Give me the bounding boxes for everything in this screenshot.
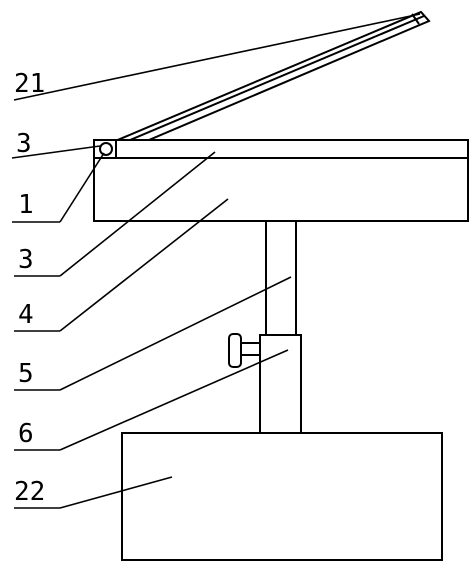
leader-3-hinge xyxy=(11,145,101,159)
callout-3-plate: 3 xyxy=(18,245,34,275)
knob-head xyxy=(228,333,242,368)
callout-4: 4 xyxy=(18,300,34,330)
base-box xyxy=(121,432,443,561)
leader-21 xyxy=(13,13,421,101)
callout-6: 6 xyxy=(18,419,34,449)
hinge-block xyxy=(93,139,117,159)
leader-4 xyxy=(59,198,229,332)
leader-6 xyxy=(59,349,289,451)
knob-stem xyxy=(239,342,261,356)
callout-3-hinge: 3 xyxy=(16,129,32,159)
leader-3-plate xyxy=(59,151,216,277)
callout-22: 22 xyxy=(14,477,45,507)
callout-21: 21 xyxy=(14,69,45,99)
callout-1: 1 xyxy=(18,190,34,220)
leader-22 xyxy=(59,476,173,509)
outer-sleeve xyxy=(259,334,302,434)
leader-5 xyxy=(59,276,292,391)
hinge-pin xyxy=(99,142,113,156)
inner-post xyxy=(265,220,297,338)
top-box xyxy=(93,139,469,222)
callout-5: 5 xyxy=(18,359,34,389)
lid-inner-edge xyxy=(103,15,425,152)
leader-1 xyxy=(59,152,105,223)
